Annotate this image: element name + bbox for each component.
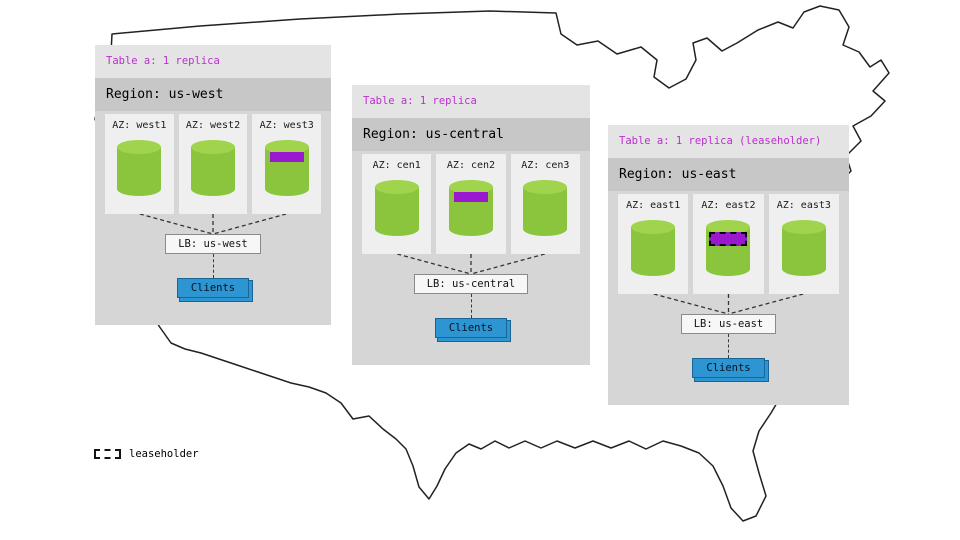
database-cylinder-icon (116, 139, 162, 197)
database-cylinder-icon (264, 139, 310, 197)
az-row: AZ: west1 AZ: west2 AZ: west3 (95, 111, 331, 214)
az-label: AZ: west3 (259, 120, 314, 131)
replica-chip (269, 152, 304, 162)
az-row: AZ: east1 AZ: east2 AZ: east3 (608, 191, 849, 294)
region-body: Region: us-east AZ: east1 AZ: east2 AZ: … (608, 158, 849, 405)
region-panel-us-east: Table a: 1 replica (leaseholder) Region:… (608, 125, 849, 405)
database-cylinder-icon (190, 139, 236, 197)
region-title: Region: us-west (95, 78, 331, 111)
lb-to-clients-connector (728, 334, 729, 358)
load-balancer-box: LB: us-west (165, 234, 261, 254)
database-cylinder-icon (522, 179, 568, 237)
az-box-cen1: AZ: cen1 (362, 154, 432, 254)
az-label: AZ: east2 (701, 200, 756, 211)
database-cylinder-icon (448, 179, 494, 237)
clients-box: Clients (434, 318, 508, 338)
az-label: AZ: cen3 (521, 160, 570, 171)
az-to-lb-connectors (653, 294, 804, 314)
lb-to-clients-connector (470, 294, 472, 318)
az-box-west1: AZ: west1 (105, 114, 174, 214)
database-cylinder-icon (374, 179, 420, 237)
clients-box: Clients (176, 278, 250, 298)
az-label: AZ: west1 (112, 120, 167, 131)
region-panel-us-west: Table a: 1 replica Region: us-west AZ: w… (95, 45, 331, 325)
database-cylinder-icon (705, 219, 751, 277)
az-to-lb-connectors (139, 214, 287, 234)
leaseholder-replica-chip (709, 232, 748, 246)
database-cylinder-icon (630, 219, 676, 277)
region-body: Region: us-central AZ: cen1 AZ: cen2 AZ:… (352, 118, 590, 365)
az-box-west3: AZ: west3 (252, 114, 322, 214)
table-label: Table a: 1 replica (95, 45, 331, 78)
region-title: Region: us-central (352, 118, 590, 151)
replica-chip (453, 192, 488, 202)
database-cylinder-icon (781, 219, 827, 277)
az-box-east2: AZ: east2 (693, 194, 764, 294)
clients-box: Clients (692, 358, 765, 378)
az-box-west2: AZ: west2 (178, 114, 248, 214)
az-label: AZ: cen1 (372, 160, 421, 171)
az-to-lb-connectors (397, 254, 545, 274)
load-balancer-box: LB: us-central (413, 274, 529, 294)
region-body: Region: us-west AZ: west1 AZ: west2 AZ: … (95, 78, 331, 325)
az-box-cen3: AZ: cen3 (510, 154, 580, 254)
az-label: AZ: east1 (626, 200, 681, 211)
table-label: Table a: 1 replica (352, 85, 590, 118)
table-label: Table a: 1 replica (leaseholder) (608, 125, 849, 158)
az-box-east1: AZ: east1 (618, 194, 689, 294)
load-balancer-box: LB: us-east (680, 314, 777, 334)
az-label: AZ: west2 (185, 120, 241, 131)
region-title: Region: us-east (608, 158, 849, 191)
az-box-east3: AZ: east3 (768, 194, 839, 294)
legend-label: leaseholder (129, 448, 199, 460)
legend: leaseholder (94, 448, 199, 460)
region-panel-us-central: Table a: 1 replica Region: us-central AZ… (352, 85, 590, 365)
leaseholder-swatch (94, 449, 121, 459)
az-row: AZ: cen1 AZ: cen2 AZ: cen3 (352, 151, 590, 254)
az-label: AZ: cen2 (446, 160, 496, 171)
lb-to-clients-connector (212, 254, 214, 278)
az-box-cen2: AZ: cen2 (436, 154, 506, 254)
az-label: AZ: east3 (776, 200, 831, 211)
